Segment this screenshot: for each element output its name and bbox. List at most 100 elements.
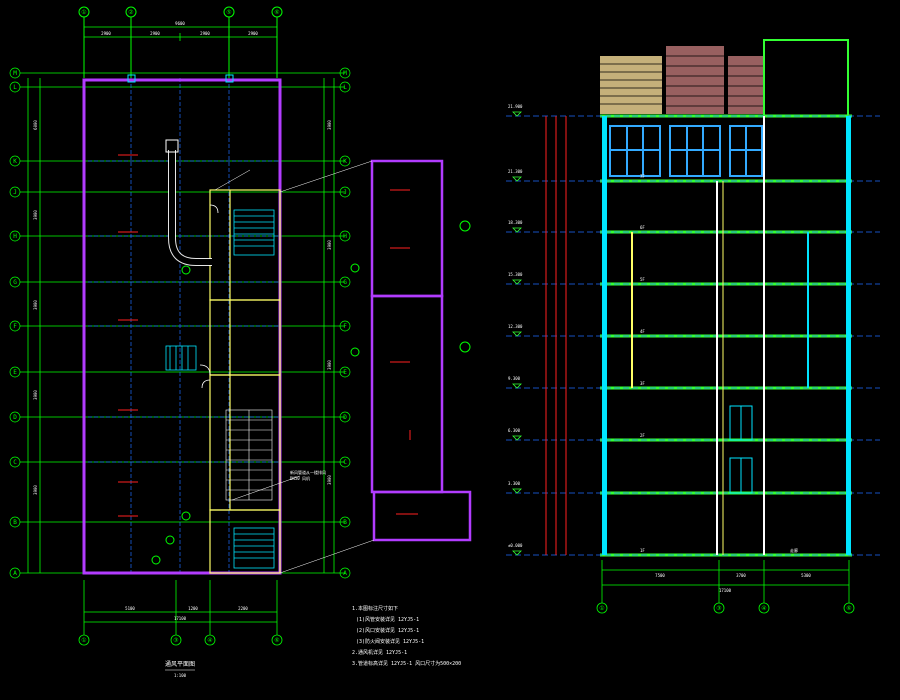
- plan-flow-arrows: [118, 154, 418, 517]
- level-label-5: 12.300: [508, 324, 523, 329]
- level-label-2: 21.300: [508, 169, 523, 174]
- notes-line-1: (1)风管安装详见 12YJ5-1: [356, 616, 419, 623]
- roof-structures: [600, 39, 849, 117]
- top-axis-bubbles: [78, 6, 283, 78]
- notes-line-3: (3)防火阀安装详见 12YJ5-1: [356, 638, 424, 645]
- row-axis-C-left: C: [13, 459, 17, 466]
- floor-mark-1: 1F: [640, 548, 645, 553]
- left-dim-3: 3900: [33, 300, 38, 310]
- floor-mark-4: 4F: [640, 329, 645, 334]
- floor-mark-3: 3F: [640, 381, 645, 386]
- row-axis-B-right: B: [343, 519, 347, 526]
- section-bottom-dims: [596, 560, 855, 614]
- section-doors: [729, 405, 753, 494]
- row-axis-M-left: M: [13, 70, 17, 77]
- left-dim-4: 3900: [33, 390, 38, 400]
- level-label-1: 21.900: [508, 104, 523, 109]
- plan-title: 通风平面图: [165, 660, 195, 668]
- bottom-axis-6: ⑥: [274, 637, 279, 644]
- row-axis-J-right: J: [343, 189, 347, 196]
- building-section: 21.900 21.300 18.300 15.300 12.300 9.300…: [506, 39, 880, 614]
- row-axis-D-left: D: [13, 414, 17, 421]
- section-axis-4: ④: [761, 605, 766, 612]
- top-dim-2: 2900: [150, 31, 160, 36]
- bottom-dim-2: 1200: [188, 606, 198, 611]
- notes-line-5: 3.管道标高详见 12YJ5-1 风口尺寸为500×200: [352, 660, 461, 667]
- top-axis-6: ⑥: [274, 9, 279, 16]
- row-axis-H-right: H: [343, 233, 347, 240]
- floor-mark-7: 7F: [640, 174, 645, 179]
- plan-scale: 1:100: [174, 673, 187, 678]
- row-axis-J-left: J: [13, 189, 17, 196]
- row-axis-A-left: A: [13, 570, 17, 577]
- drawing-notes: 1.本图标注尺寸如下 (1)风管安装详见 12YJ5-1 (2)风口安装详见 1…: [352, 605, 461, 667]
- plan-annex-bubbles: [350, 220, 471, 357]
- plan-callout-a: 新风管道从一楼排风: [290, 469, 326, 475]
- row-axis-L-left: L: [13, 84, 17, 91]
- bottom-axis-4: ④: [207, 637, 212, 644]
- notes-line-4: 2.通风机详见 12YJ5-1: [352, 649, 407, 656]
- section-red-dims: [545, 116, 567, 555]
- plan-exterior-wall: [82, 78, 282, 575]
- plan-corner-column-top-left: [127, 74, 136, 83]
- plan-doors: [199, 204, 219, 389]
- top-dimensions: [84, 26, 277, 41]
- left-dim-1: 6000: [33, 120, 38, 130]
- section-columns: [602, 116, 851, 555]
- top-axis-5: ⑤: [226, 9, 231, 16]
- row-axis-L-right: L: [343, 84, 347, 91]
- section-axis-3: ③: [716, 605, 721, 612]
- level-label-3: 18.300: [508, 220, 523, 225]
- row-axis-E-right: E: [343, 369, 347, 376]
- row-axes: [9, 67, 351, 579]
- row-axis-B-left: B: [13, 519, 17, 526]
- level-label-8: 3.300: [508, 481, 521, 486]
- floor-mark-5: 5F: [640, 277, 645, 282]
- row-axis-G-right: G: [343, 279, 347, 286]
- notes-title: 1.本图标注尺寸如下: [352, 605, 398, 612]
- left-dim-5: 3900: [33, 485, 38, 495]
- top-axis-2: ②: [128, 9, 133, 16]
- top-axis-1: ①: [81, 9, 86, 16]
- plan-stair-lower: [233, 527, 275, 569]
- plan-stair-upper: [233, 209, 275, 256]
- right-dim-3: 3900: [327, 360, 332, 370]
- right-dim-4: 3900: [327, 475, 332, 485]
- top-dim-1: 2900: [101, 31, 111, 36]
- section-axis-1: ①: [599, 605, 604, 612]
- top-overall-dim: 9600: [175, 21, 185, 26]
- bottom-dim-1: 5100: [125, 606, 135, 611]
- plan-duct: [168, 150, 212, 266]
- section-axis-6: ⑥: [846, 605, 851, 612]
- bottom-dim-3: 2200: [238, 606, 248, 611]
- bottom-axis-3: ③: [173, 637, 178, 644]
- plan-callouts: [214, 169, 301, 501]
- floor-plan: ① ② ⑤ ⑥ 9600 2900 2900 2900 2900 6000 39…: [9, 6, 472, 678]
- right-dim-2: 3900: [327, 240, 332, 250]
- right-dim-1: 3900: [327, 120, 332, 130]
- left-dim-2: 3900: [33, 210, 38, 220]
- row-axis-C-right: C: [343, 459, 347, 466]
- section-dim-2: 3700: [736, 573, 746, 578]
- row-axis-K-right: K: [343, 158, 347, 165]
- row-axis-H-left: H: [13, 233, 17, 240]
- plan-callout-b: DN50 风机: [290, 475, 310, 481]
- row-axis-M-right: M: [343, 70, 347, 77]
- plan-stair-middle: [225, 409, 273, 501]
- plan-corner-column-top-right: [225, 74, 234, 83]
- section-dim-1: 7500: [655, 573, 665, 578]
- row-axis-K-left: K: [13, 158, 17, 165]
- plan-duct-cap: [165, 139, 179, 153]
- section-dim-3: 5300: [801, 573, 811, 578]
- floor-slabs: [600, 114, 852, 557]
- floor-mark-6: 6F: [640, 225, 645, 230]
- section-room-label: 走廊: [790, 547, 798, 553]
- top-floor-windows: [609, 125, 763, 177]
- plan-fan-symbols: [151, 265, 191, 565]
- bottom-axis-1: ①: [81, 637, 86, 644]
- level-label-4: 15.300: [508, 272, 523, 277]
- side-dimensions: [27, 78, 335, 573]
- level-lines: [506, 115, 880, 556]
- row-axis-E-left: E: [13, 369, 17, 376]
